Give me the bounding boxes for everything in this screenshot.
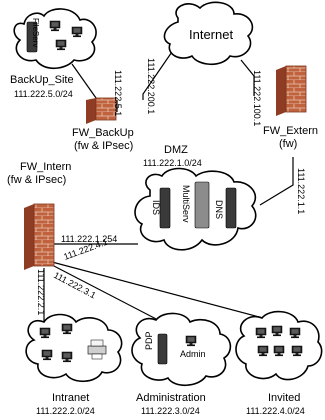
multiserv-server-icon — [194, 181, 210, 229]
link-fw-extern-dmz — [259, 157, 294, 206]
computer-icon — [39, 327, 51, 339]
computer-icon — [255, 327, 267, 339]
computer-icon — [271, 325, 283, 337]
computer-icon — [273, 345, 285, 357]
internet-cloud — [163, 1, 254, 66]
backup-site-subnet: 111.222.5.0/24 — [14, 89, 73, 99]
links — [43, 45, 294, 325]
dmz-cloud — [134, 167, 257, 251]
fw-intern-ip-dmz-side: 111.222.1.254 — [61, 234, 117, 244]
dmz-server-label-dns: DNS — [214, 200, 224, 219]
administration-name: Administration — [136, 392, 206, 404]
computer-icon — [41, 349, 53, 361]
fw-backup-firewall-icon — [86, 97, 117, 124]
backup-site-name: BackUp_Site — [10, 74, 74, 86]
computer-icon — [61, 351, 73, 363]
fw-extern-ip-dmz-side: 111.222.1.1 — [296, 168, 306, 214]
fw-intern-role: (fw & IPsec) — [7, 174, 66, 186]
administration-host-pdp: PDP — [144, 331, 154, 350]
link-fw-intern-invited — [51, 261, 279, 323]
fw-backup-ip-backup-side: 111.222.5.1 — [113, 70, 123, 116]
ids-server-icon — [159, 187, 171, 229]
dns-server-icon — [225, 187, 237, 229]
link-backup-site-fw-backup — [71, 63, 97, 100]
invited-subnet: 111.222.4.0/24 — [246, 406, 305, 416]
computer-icon — [61, 323, 73, 335]
admin-computer-icon — [185, 335, 197, 347]
fw-backup-ip-internet-side: 111.222.200.1 — [146, 58, 156, 114]
link-internet-fw-backup — [142, 45, 177, 100]
computer-icon — [257, 345, 269, 357]
dmz-name: DMZ — [164, 144, 188, 156]
backup-site-cloud: FileServ — [13, 8, 97, 70]
link-internet-fw-extern — [240, 59, 255, 96]
administration-subnet: 111.222.3.0/24 — [141, 406, 200, 416]
fw-extern-ip-internet-side: 111.222.100.1 — [252, 70, 262, 126]
fw-intern-ip-intranet: 111.222.2.1 — [36, 269, 46, 315]
dmz-server-label-multiserv: MultiServ — [181, 185, 191, 223]
fw-extern-firewall-icon — [276, 65, 307, 116]
fw-backup-role: (fw & IPsec) — [74, 140, 133, 152]
fileserv-tower-icon — [26, 21, 38, 53]
computer-icon — [71, 26, 83, 38]
invited-name: Invited — [268, 392, 300, 404]
fw-extern-name: FW_Extern — [263, 125, 318, 137]
intranet-subnet: 111.222.2.0/24 — [36, 406, 95, 416]
fw-extern-role: (fw) — [279, 138, 297, 150]
administration-host-admin: Admin — [180, 349, 206, 359]
fw-backup-name: FW_BackUp — [72, 127, 134, 139]
dmz-subnet: 111.222.1.0/24 — [143, 158, 202, 168]
printer-icon — [87, 339, 107, 360]
fw-intern-firewall-icon — [24, 203, 55, 270]
computer-icon — [289, 327, 301, 339]
administration-cloud — [131, 312, 232, 387]
computer-icon — [49, 20, 61, 32]
intranet-cloud — [25, 313, 123, 383]
pdp-server-icon — [157, 333, 168, 365]
link-fw-intern-administration — [51, 264, 163, 323]
invited-cloud — [235, 310, 323, 381]
fw-intern-name: FW_Intern — [20, 161, 71, 173]
computer-icon — [55, 39, 67, 51]
intranet-name: Intranet — [52, 392, 89, 404]
computer-icon — [291, 345, 303, 357]
backup-server-label: FileServ — [31, 18, 40, 47]
internet-label: Internet — [189, 27, 233, 42]
dmz-server-label-ids: IDS — [151, 200, 161, 215]
